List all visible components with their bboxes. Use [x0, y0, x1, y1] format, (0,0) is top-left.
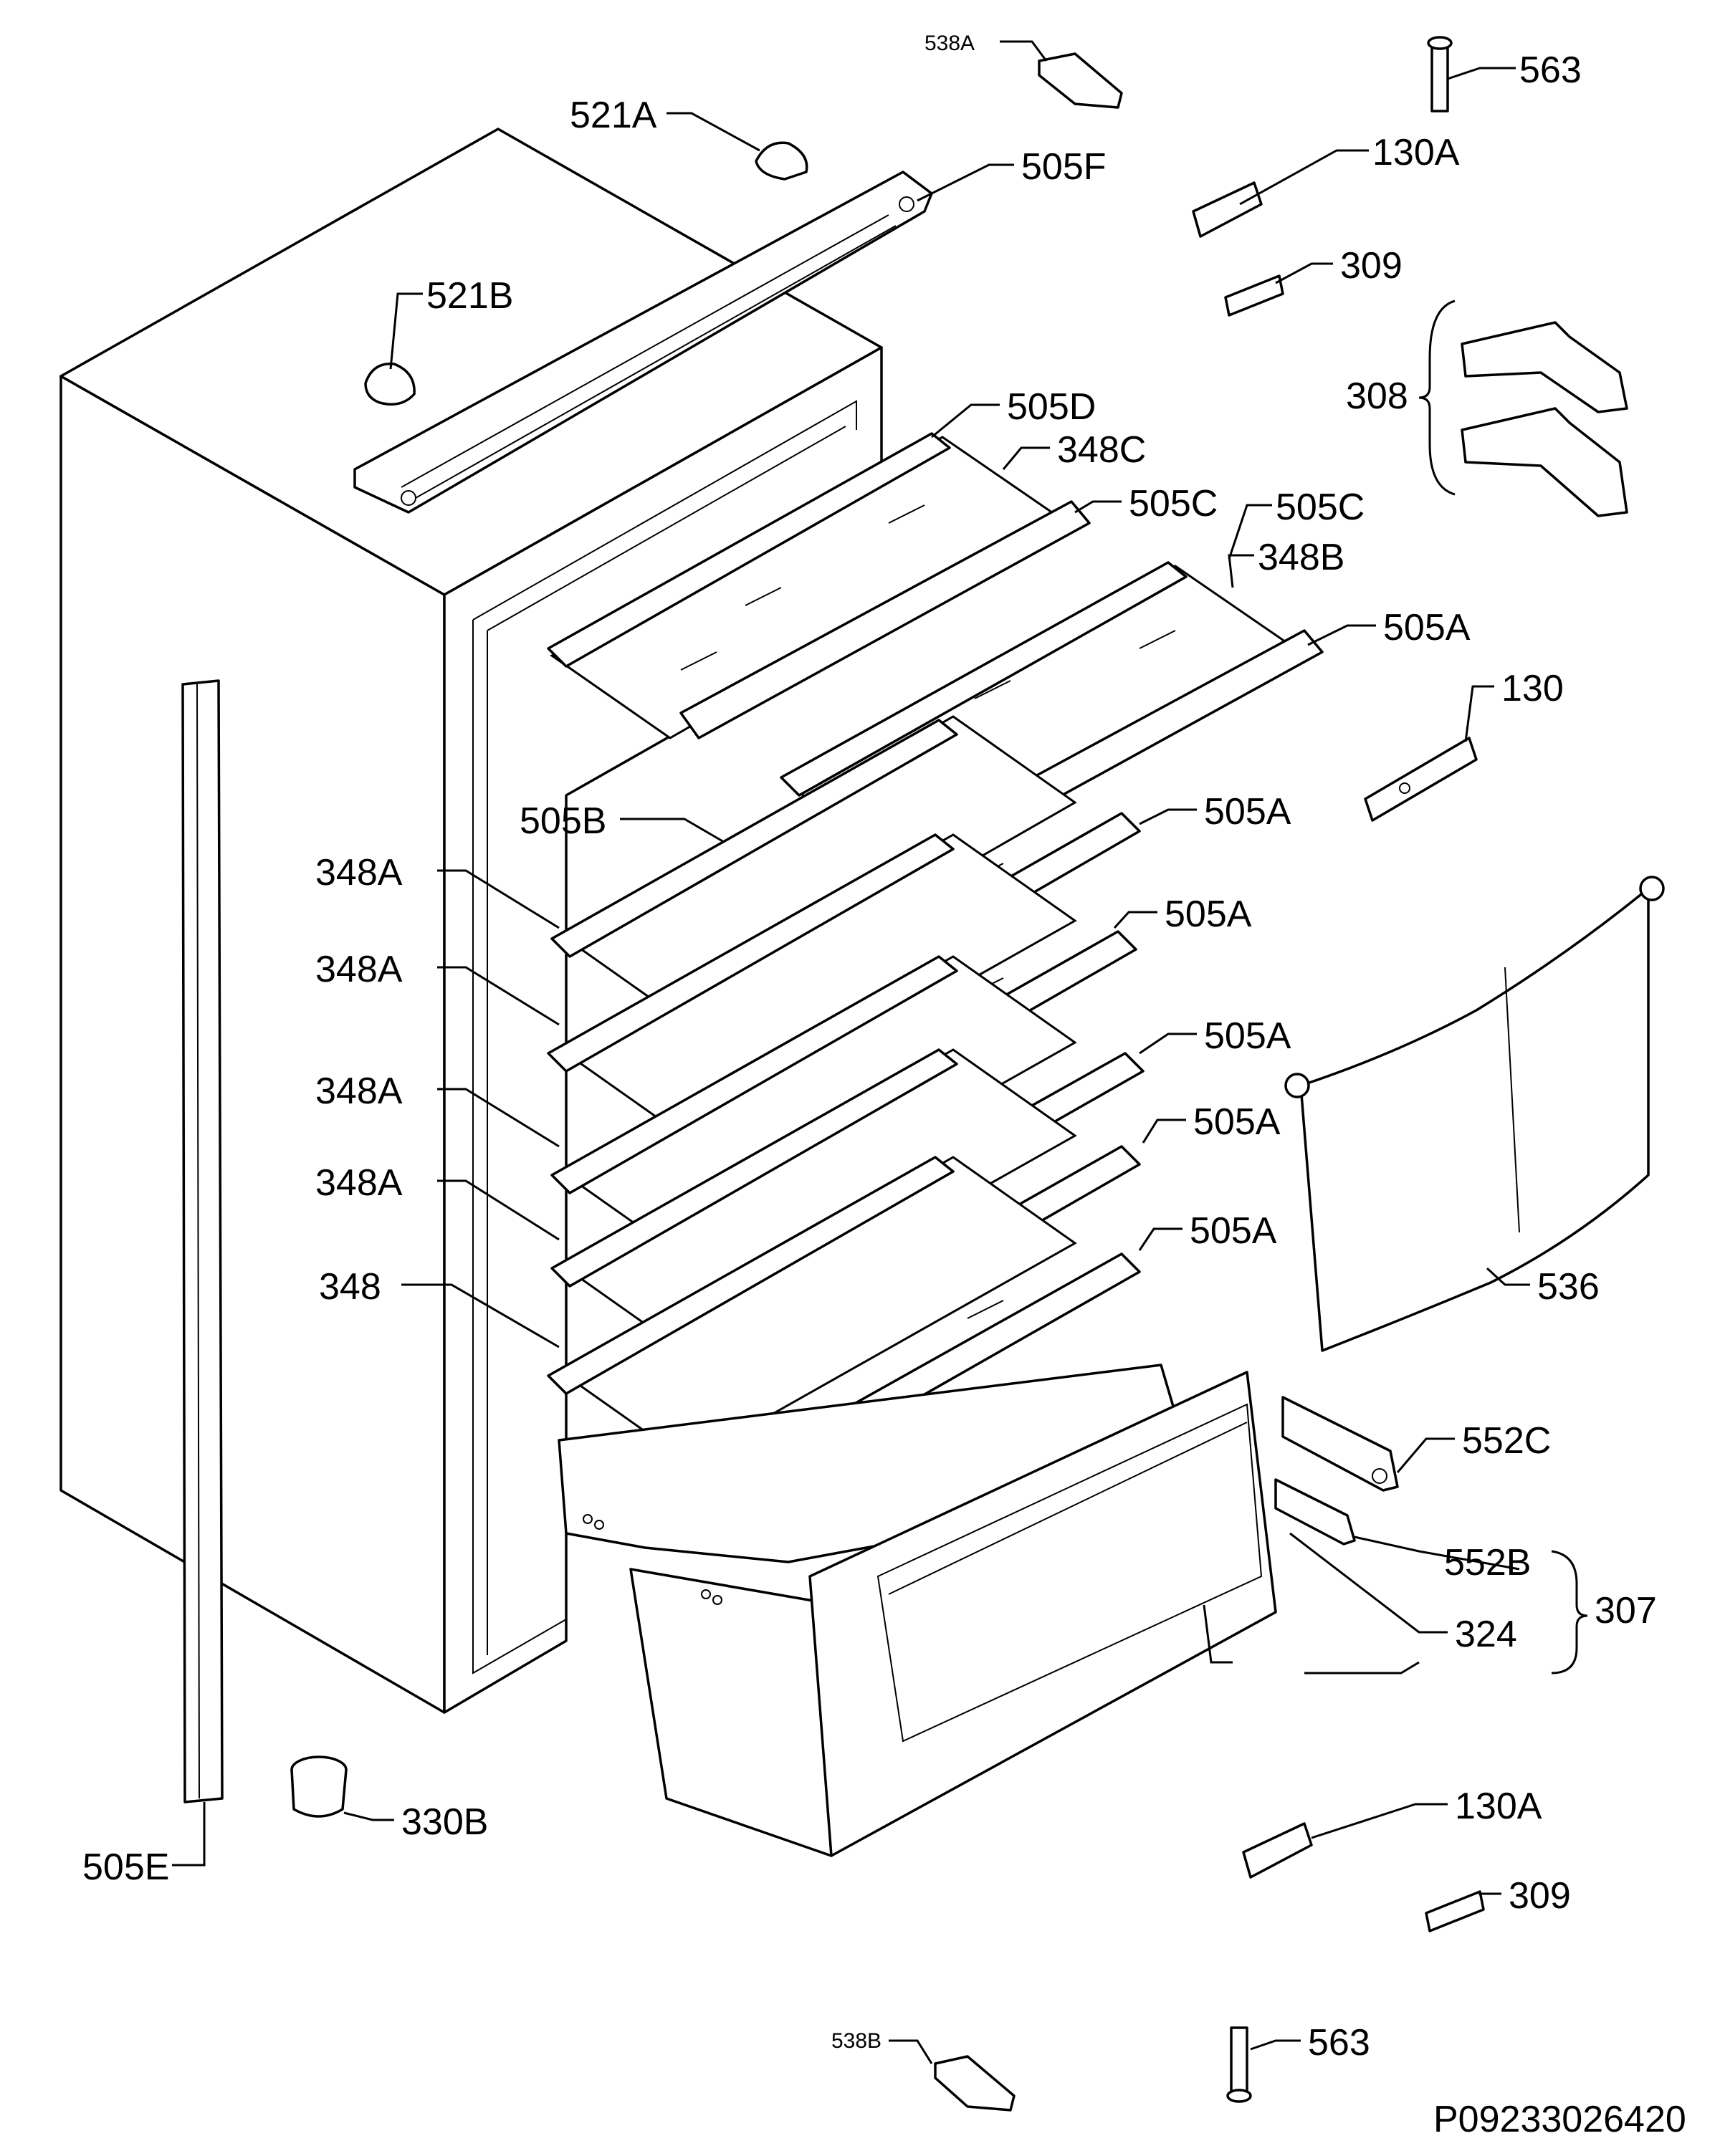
- cap-521a: [755, 141, 808, 181]
- label-505a-4: 505A: [1204, 1015, 1291, 1057]
- label-552b: 552B: [1444, 1542, 1531, 1584]
- label-348a-3: 348A: [315, 1070, 403, 1112]
- runner-552b: [1274, 1478, 1356, 1546]
- label-348c: 348C: [1057, 429, 1146, 471]
- hinge-block-538b: [934, 2055, 1016, 2112]
- part-labels: 538A 563 521A 505F 130A 309 521B 308 505…: [82, 32, 1686, 2140]
- label-505a-6: 505A: [1190, 1210, 1277, 1252]
- label-130: 130: [1501, 668, 1564, 709]
- label-505d: 505D: [1007, 386, 1096, 428]
- hinge-block-538a: [1038, 52, 1123, 109]
- shelf-upper-348c: [547, 432, 1091, 739]
- label-563-top: 563: [1519, 49, 1582, 91]
- label-307: 307: [1595, 1590, 1657, 1632]
- label-505a-3: 505A: [1165, 893, 1252, 935]
- label-521a: 521A: [570, 95, 657, 136]
- bracket-130: [1364, 737, 1478, 822]
- door-balcony-536: [1284, 876, 1665, 1352]
- label-308: 308: [1346, 375, 1408, 417]
- hinge-308-lower: [1461, 407, 1628, 517]
- label-330b: 330B: [401, 1801, 488, 1843]
- plate-309-top: [1224, 274, 1284, 317]
- label-538a: 538A: [924, 32, 975, 55]
- cover-130a-bottom: [1242, 1822, 1313, 1879]
- pin-563-top: [1427, 36, 1453, 112]
- cap-521b: [364, 363, 416, 406]
- crisper-drawer-307: [558, 1364, 1277, 1857]
- label-563-bottom: 563: [1308, 2022, 1370, 2064]
- label-309-bottom: 309: [1509, 1875, 1571, 1917]
- label-505c-1: 505C: [1129, 483, 1218, 524]
- label-521b: 521B: [426, 275, 513, 317]
- label-348b: 348B: [1258, 537, 1344, 578]
- label-505c-2: 505C: [1276, 487, 1365, 528]
- cabinet-body: [59, 128, 883, 1714]
- label-505a-2: 505A: [1204, 791, 1291, 833]
- label-130a-top: 130A: [1372, 132, 1460, 173]
- label-552c: 552C: [1462, 1420, 1551, 1462]
- label-348: 348: [319, 1266, 381, 1308]
- diagram-code: P09233026420: [1433, 2099, 1686, 2140]
- cover-130a-top: [1192, 181, 1263, 238]
- label-505a-5: 505A: [1193, 1101, 1281, 1143]
- leader-lines: [172, 40, 1588, 2064]
- runner-552c: [1281, 1396, 1399, 1492]
- label-505e: 505E: [82, 1846, 169, 1888]
- pin-563-bottom: [1226, 2026, 1252, 2103]
- foot-330b: [290, 1755, 348, 1818]
- top-rail-505f: [353, 171, 933, 514]
- label-538b: 538B: [831, 2029, 882, 2053]
- label-348a-1: 348A: [315, 852, 403, 893]
- hinge-308-upper: [1461, 321, 1628, 413]
- label-505f: 505F: [1021, 146, 1107, 188]
- label-505a-1: 505A: [1383, 607, 1471, 648]
- label-130a-bottom: 130A: [1455, 1786, 1542, 1827]
- label-324: 324: [1455, 1614, 1517, 1655]
- label-505b: 505B: [520, 800, 606, 842]
- label-309-top: 309: [1340, 245, 1403, 287]
- label-348a-2: 348A: [315, 949, 403, 990]
- plate-309-bottom: [1425, 1890, 1485, 1932]
- label-348a-4: 348A: [315, 1162, 403, 1204]
- label-536: 536: [1537, 1266, 1600, 1308]
- seal-505e: [181, 679, 224, 1803]
